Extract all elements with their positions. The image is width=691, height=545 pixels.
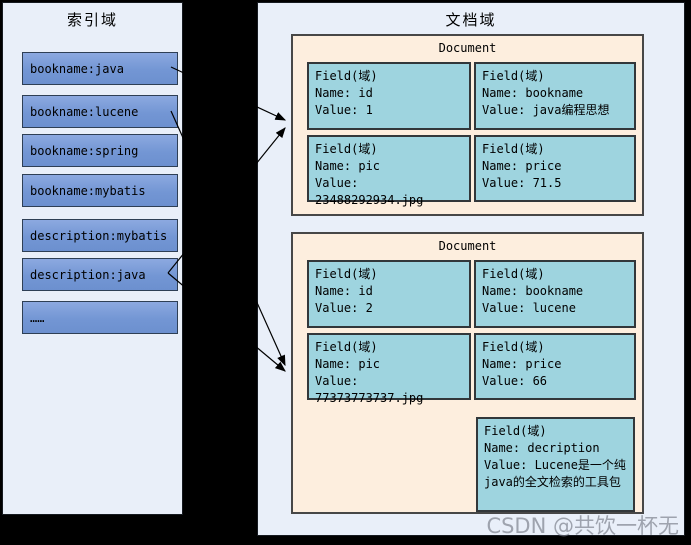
document-box-1: Document Field(域) Name: id Value: 1 Fiel… [291, 34, 644, 216]
field-value: Value: java编程思想 [482, 103, 610, 117]
field-value: Value: 77373773737.jpg [315, 374, 424, 405]
document-domain-panel: 文档域 Document Field(域) Name: id Value: 1 … [257, 2, 685, 536]
field-name: Name: id [315, 86, 373, 100]
document-2-label: Document [438, 239, 497, 253]
field-name: Name: bookname [482, 284, 584, 298]
field-name: Name: price [482, 159, 562, 173]
field-label: Field(域) [315, 142, 378, 156]
field-box-doc1-bookname: Field(域) Name: bookname Value: java编程思想 [474, 62, 636, 130]
field-name: Name: decription [484, 441, 600, 455]
field-value: Value: Lucene是一个纯java的全文检索的工具包 [484, 458, 626, 489]
field-label: Field(域) [482, 142, 545, 156]
term-bookname-lucene: bookname:lucene [22, 95, 178, 128]
field-box-doc2-bookname: Field(域) Name: bookname Value: lucene [474, 260, 636, 328]
field-box-doc1-price: Field(域) Name: price Value: 71.5 [474, 135, 636, 202]
document-panel-title: 文档域 [445, 11, 497, 29]
field-label: Field(域) [482, 69, 545, 83]
field-label: Field(域) [315, 340, 378, 354]
field-box-doc1-pic: Field(域) Name: pic Value: 23488292934.jp… [307, 135, 471, 207]
term-description-mybatis: description:mybatis [22, 219, 178, 252]
csdn-watermark: CSDN @共饮一杯无 [486, 514, 679, 538]
field-name: Name: bookname [482, 86, 584, 100]
term-ellipsis: …… [22, 301, 178, 334]
field-label: Field(域) [484, 424, 547, 438]
field-value: Value: 71.5 [482, 176, 562, 190]
field-box-doc1-id: Field(域) Name: id Value: 1 [307, 62, 471, 130]
term-bookname-spring: bookname:spring [22, 134, 178, 167]
document-1-label: Document [438, 41, 497, 55]
field-value: Value: 1 [315, 103, 373, 117]
field-value: Value: 2 [315, 301, 373, 315]
index-domain-panel: 索引域 bookname:java bookname:lucene bookna… [2, 2, 183, 515]
field-name: Name: pic [315, 159, 381, 173]
term-bookname-java: bookname:java [22, 52, 178, 85]
document-box-2: Document Field(域) Name: id Value: 2 Fiel… [291, 232, 644, 514]
field-value: Value: 66 [482, 374, 548, 388]
field-box-doc2-decription: Field(域) Name: decription Value: Lucene是… [476, 417, 635, 512]
field-label: Field(域) [482, 340, 545, 354]
index-panel-title: 索引域 [66, 11, 118, 29]
field-value: Value: 23488292934.jpg [315, 176, 424, 207]
field-value: Value: lucene [482, 301, 576, 315]
field-name: Name: id [315, 284, 373, 298]
field-label: Field(域) [482, 267, 545, 281]
term-description-java: description:java [22, 258, 178, 291]
field-name: Name: pic [315, 357, 381, 371]
field-label: Field(域) [315, 69, 378, 83]
term-bookname-mybatis: bookname:mybatis [22, 174, 178, 207]
field-box-doc2-pic: Field(域) Name: pic Value: 77373773737.jp… [307, 333, 471, 405]
field-box-doc2-id: Field(域) Name: id Value: 2 [307, 260, 471, 328]
field-box-doc2-price: Field(域) Name: price Value: 66 [474, 333, 636, 400]
field-label: Field(域) [315, 267, 378, 281]
field-name: Name: price [482, 357, 562, 371]
